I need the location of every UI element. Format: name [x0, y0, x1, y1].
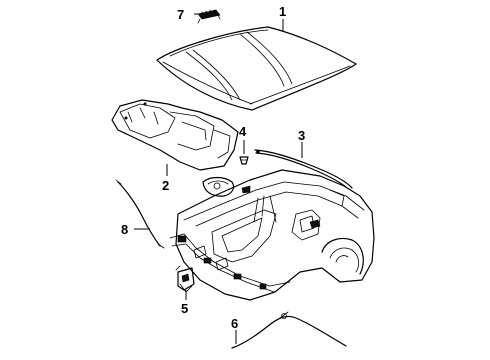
hood-latch: [175, 265, 195, 293]
callout-8: 8: [121, 222, 128, 237]
callout-5: 5: [181, 301, 188, 316]
callout-labels: 1 2 3 4 5 6 7 8: [121, 4, 305, 331]
callout-2: 2: [162, 178, 169, 193]
callout-4: 4: [239, 124, 247, 139]
hood-prop-rod: [115, 179, 165, 249]
engine-compartment: [169, 169, 375, 301]
hood-seal: [254, 149, 353, 191]
callout-1: 1: [279, 4, 286, 19]
hood-bumper: [197, 9, 221, 24]
retainer-clip: [239, 156, 249, 165]
callout-3: 3: [298, 128, 305, 143]
hood-panel: [156, 26, 357, 111]
callout-7: 7: [177, 7, 184, 22]
callout-6: 6: [231, 316, 238, 331]
leader-lines: [134, 13, 303, 344]
release-cable: [231, 311, 347, 349]
hood-insulator: [111, 99, 239, 171]
